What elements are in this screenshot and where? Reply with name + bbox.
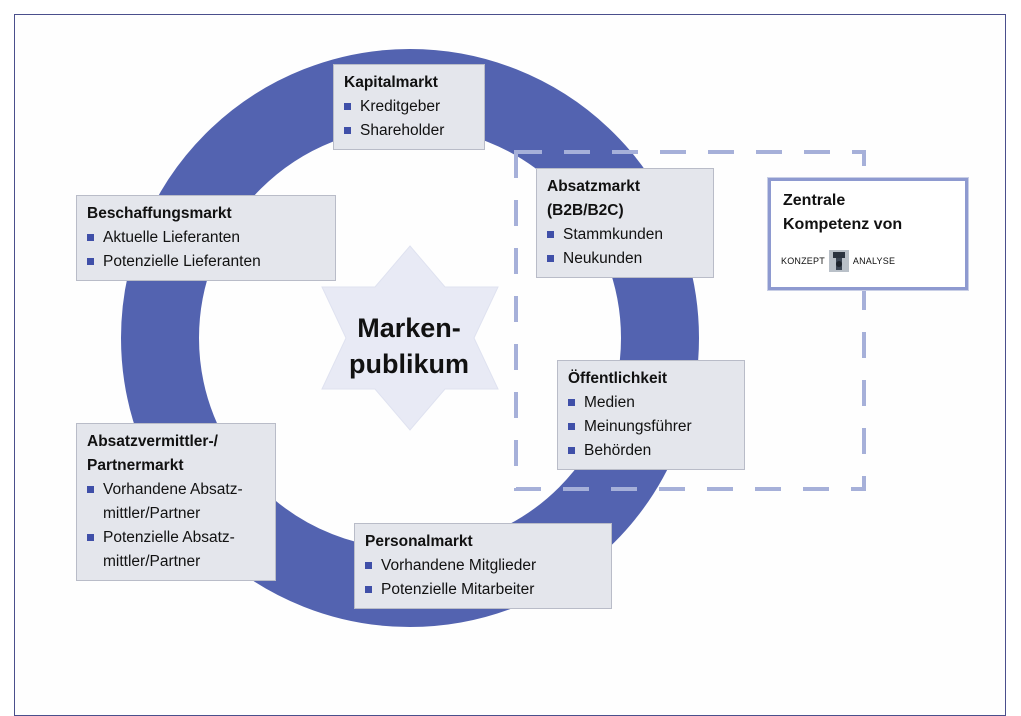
list-item: Meinungsführer	[568, 415, 734, 439]
list-item-continuation: mittler/Partner	[103, 505, 201, 522]
logo-left-text: KONZEPT	[781, 256, 825, 266]
center-label-line1: Marken-	[357, 313, 461, 343]
list-item: Vorhandene Mitglieder	[365, 554, 601, 578]
kompetenz-line1: Zentrale	[783, 192, 846, 209]
box-title-line2: Partnermarkt	[87, 457, 184, 474]
square-bullet-icon	[344, 127, 351, 134]
logo-mark-icon	[828, 248, 850, 274]
list-item: Neukunden	[547, 247, 703, 271]
kompetenz-box: Zentrale Kompetenz von KONZEPT ANALYSE	[767, 177, 969, 291]
square-bullet-icon	[344, 103, 351, 110]
box-absatzvermittler: Absatzvermittler-/ Partnermarkt Vorhande…	[76, 423, 276, 581]
list-item: Potenzielle Absatz-	[87, 526, 265, 550]
center-star	[321, 245, 499, 431]
square-bullet-icon	[547, 231, 554, 238]
list-item-continuation: mittler/Partner	[103, 553, 201, 570]
square-bullet-icon	[547, 255, 554, 262]
list-item: Potenzielle Mitarbeiter	[365, 578, 601, 602]
square-bullet-icon	[568, 399, 575, 406]
square-bullet-icon	[87, 486, 94, 493]
box-oeffentlichkeit: Öffentlichkeit Medien Meinungsführer Beh…	[557, 360, 745, 470]
square-bullet-icon	[568, 423, 575, 430]
square-bullet-icon	[365, 586, 372, 593]
list-item: Behörden	[568, 439, 734, 463]
square-bullet-icon	[87, 258, 94, 265]
square-bullet-icon	[87, 234, 94, 241]
box-title: Öffentlichkeit	[568, 370, 668, 387]
dashed-region	[514, 150, 866, 491]
box-personalmarkt: Personalmarkt Vorhandene Mitglieder Pote…	[354, 523, 612, 609]
box-kapitalmarkt: Kapitalmarkt Kreditgeber Shareholder	[333, 64, 485, 150]
square-bullet-icon	[568, 447, 575, 454]
square-bullet-icon	[365, 562, 372, 569]
list-item: Medien	[568, 391, 734, 415]
box-beschaffungsmarkt: Beschaffungsmarkt Aktuelle Lieferanten P…	[76, 195, 336, 281]
box-title: Beschaffungsmarkt	[87, 205, 232, 222]
kompetenz-line2: Kompetenz von	[783, 216, 903, 233]
box-title: Personalmarkt	[365, 533, 473, 550]
box-title: Kapitalmarkt	[344, 74, 438, 91]
box-absatzmarkt: Absatzmarkt (B2B/B2C) Stammkunden Neukun…	[536, 168, 714, 278]
list-item: Aktuelle Lieferanten	[87, 226, 325, 250]
list-item: Kreditgeber	[344, 95, 474, 119]
list-item: Stammkunden	[547, 223, 703, 247]
list-item: Potenzielle Lieferanten	[87, 250, 325, 274]
logo-right-text: ANALYSE	[852, 256, 896, 266]
box-title-line1: Absatzmarkt	[547, 178, 641, 195]
center-label-line2: publikum	[349, 349, 469, 379]
konzept-analyse-logo: KONZEPT ANALYSE	[781, 247, 895, 275]
box-title-line2: (B2B/B2C)	[547, 202, 624, 219]
square-bullet-icon	[87, 534, 94, 541]
list-item: Vorhandene Absatz-	[87, 478, 265, 502]
center-label: Marken- publikum	[324, 310, 494, 382]
box-title-line1: Absatzvermittler-/	[87, 433, 218, 450]
list-item: Shareholder	[344, 119, 474, 143]
